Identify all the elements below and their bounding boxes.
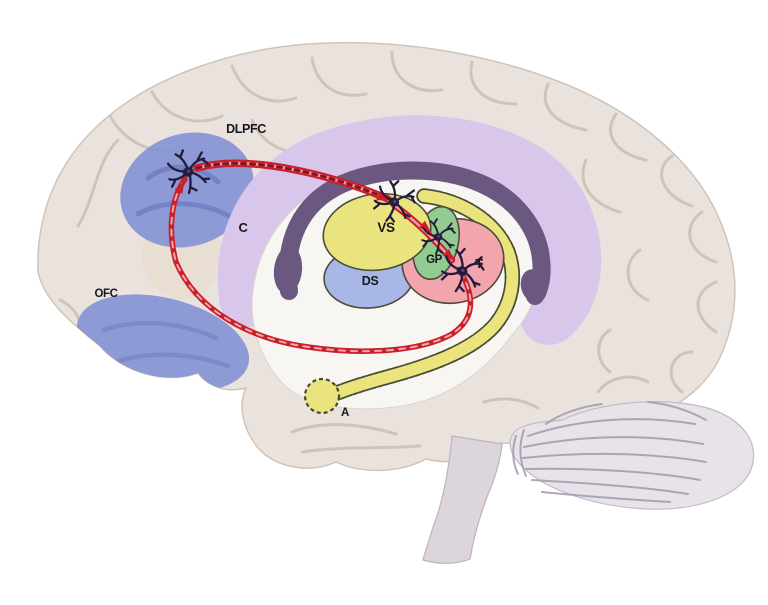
sulcus-line	[230, 64, 298, 103]
circuit-pathways	[168, 159, 474, 354]
striation-line	[525, 467, 701, 481]
striation-line	[527, 418, 696, 437]
sulcus-line	[696, 280, 718, 334]
label-a: A	[341, 407, 349, 419]
sulcus-line	[543, 82, 588, 132]
brainstem	[422, 435, 503, 564]
fornix-band	[326, 190, 519, 401]
label-t: T	[475, 257, 483, 271]
label-ofc: OFC	[94, 288, 117, 300]
striation-line	[512, 435, 519, 475]
sulcus-line	[76, 138, 120, 228]
region-a-amygdala	[303, 377, 341, 415]
label-dlpfc: DLPFC	[226, 122, 266, 136]
ofc-gyrus-line	[113, 352, 231, 369]
corpus-callosum-genu	[273, 246, 303, 294]
sulcus-line	[596, 375, 650, 394]
cerebellum-striations	[512, 401, 707, 503]
striation-line	[522, 452, 707, 463]
sulcus-line	[660, 154, 694, 208]
striation-line	[647, 401, 707, 421]
dlpfc-gyrus-line	[135, 201, 235, 221]
sulcus-line	[626, 248, 650, 302]
label-c: C	[239, 220, 249, 235]
sulcus-line	[150, 90, 224, 123]
label-ds: DS	[362, 274, 379, 288]
sulcus-line	[469, 60, 518, 106]
sulcus-line	[300, 444, 422, 454]
sulcus-line	[609, 112, 648, 162]
pathway-dlpfc-to-vs-chevrons	[195, 161, 390, 201]
interior-structures	[76, 115, 602, 415]
sulcus-line	[482, 397, 540, 410]
sulcus-line	[390, 50, 444, 93]
corpus-callosum-band	[278, 161, 551, 305]
striation-line	[545, 403, 603, 425]
sulcus-line	[669, 350, 694, 394]
sulcus-line	[310, 56, 368, 97]
dlpfc-gyri	[135, 164, 235, 221]
ofc-gyrus-line	[101, 320, 219, 341]
sulcus-line	[597, 328, 612, 374]
ofc-gyri	[101, 320, 231, 369]
dlpfc-gyrus-line	[145, 164, 221, 185]
sulcus-line	[581, 158, 622, 214]
region-labels: DLPFC OFC C VS DS GP T A	[94, 122, 483, 419]
label-gp: GP	[426, 254, 443, 266]
sulcus-line	[688, 210, 718, 264]
label-vs: VS	[377, 220, 395, 235]
striation-line	[531, 479, 689, 495]
sulcus-line	[290, 423, 398, 436]
striation-line	[541, 491, 671, 503]
pathway-t-to-dlpfc-loop-hatch	[170, 178, 472, 353]
corpus-callosum-splenium	[520, 269, 548, 303]
striation-line	[523, 436, 704, 448]
striation-line	[519, 429, 527, 477]
region-c-arch	[217, 115, 602, 345]
